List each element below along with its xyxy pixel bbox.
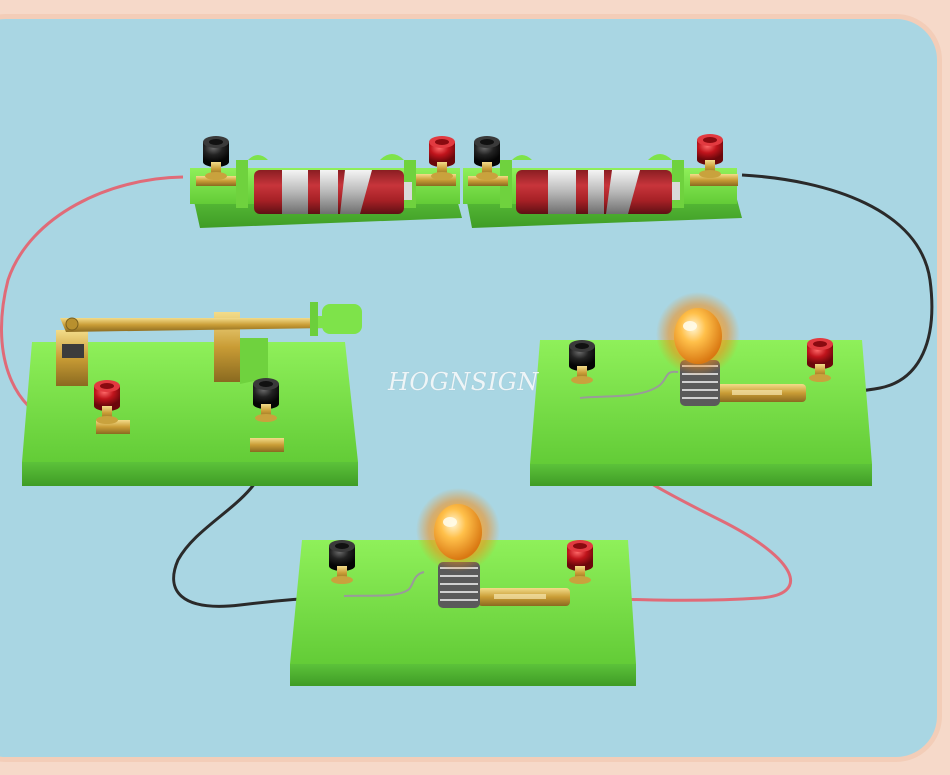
bulb-right (674, 308, 722, 364)
black-wire-battery-to-right-board (741, 173, 934, 394)
knife-switch (22, 302, 362, 486)
lamp-board-right (530, 292, 872, 486)
black-wire-switch-to-bottom-board (172, 454, 337, 608)
bulb-bottom (434, 504, 482, 560)
battery-holder-left (190, 136, 462, 228)
watermark-text: HOGNSIGN (388, 368, 539, 396)
battery-cell-right (516, 170, 680, 214)
lamp-board-bottom (290, 488, 636, 686)
battery-cell-left (254, 170, 412, 214)
battery-holder-right (463, 134, 742, 228)
